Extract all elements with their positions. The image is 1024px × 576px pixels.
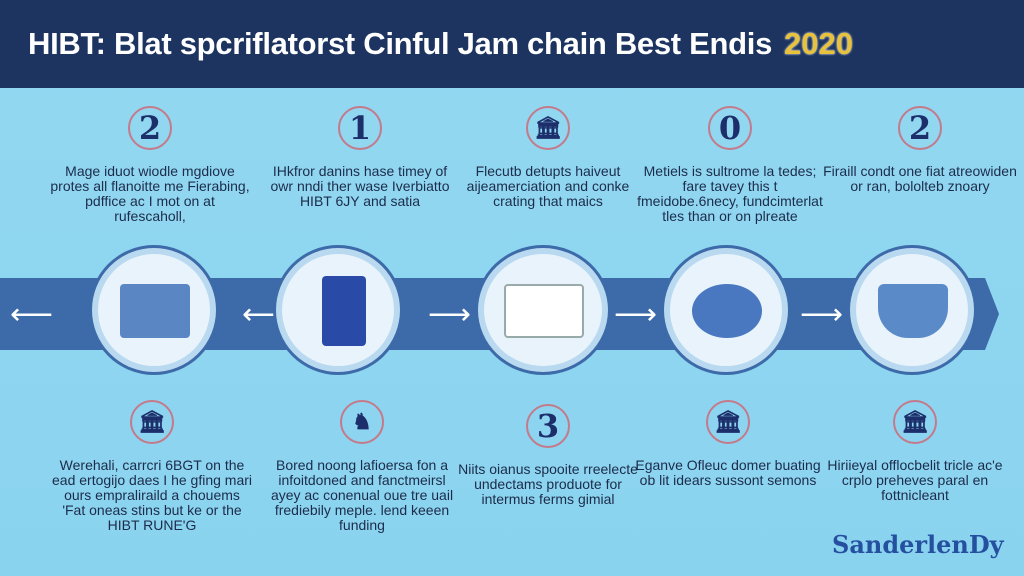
timeline-arrow-tip (985, 278, 999, 350)
institution-icon: 🏛 (526, 106, 570, 150)
bottom-step-4: 🏛 Eganve Ofleuc domer buating ob lit ide… (628, 400, 828, 488)
institution-icon: 🏛 (706, 400, 750, 444)
step-description: Niits oianus spooite rreelecte undectams… (458, 461, 638, 507)
arrow-right-icon: ⟶ (614, 298, 658, 331)
top-step-2: 1 IHkfror danins hase timey of owr nndi … (260, 106, 460, 209)
step-description: Eganve Ofleuc domer buating ob lit idear… (635, 457, 821, 488)
year-badge: 2020 (784, 26, 854, 61)
arrow-left-icon: ⟵ (10, 298, 54, 331)
number-badge: 0 (708, 106, 752, 150)
brand-logo: SanderlenDy (832, 530, 1004, 559)
step-description: Metiels is sultrome la tedes; fare tavey… (637, 163, 823, 224)
number-badge: 2 (898, 106, 942, 150)
step-description: Werehali, carrcri 6BGT on the ead ertogi… (52, 457, 253, 533)
institution-icon: 🏛 (893, 400, 937, 444)
number-badge: 1 (338, 106, 382, 150)
illustration-shield-icon (850, 248, 974, 372)
step-description: Hiriieyal offlocbelit tricle ac'e crplo … (827, 457, 1003, 503)
step-description: Bored noong lafioersa fon a infoitdoned … (270, 457, 454, 533)
number-badge: 2 (128, 106, 172, 150)
illustration-computer-icon (92, 248, 216, 372)
top-step-1: 2 Mage iduot wiodle mgdiove protes all f… (50, 106, 250, 224)
top-step-5: 2 Firaill condt one fiat atreowiden or r… (820, 106, 1020, 194)
page-title: HIBT: Blat spcriflatorst Cinful Jam chai… (28, 26, 773, 61)
step-description: Flecutb detupts haiveut aijeamerciation … (466, 163, 630, 209)
top-step-4: 0 Metiels is sultrome la tedes; fare tav… (630, 106, 830, 224)
chess-knight-icon: ♞ (340, 400, 384, 444)
bottom-step-5: 🏛 Hiriieyal offlocbelit tricle ac'e crpl… (815, 400, 1015, 503)
step-description: Mage iduot wiodle mgdiove protes all fla… (50, 163, 250, 224)
bottom-step-3: 3 Niits oianus spooite rreelecte undecta… (448, 404, 648, 507)
arrow-right-icon: ⟶ (428, 298, 472, 331)
number-badge: 3 (526, 404, 570, 448)
arrow-right-icon: ⟶ (800, 298, 844, 331)
illustration-server-icon (276, 248, 400, 372)
step-description: IHkfror danins hase timey of owr nndi th… (270, 163, 450, 209)
top-step-3: 🏛 Flecutb detupts haiveut aijeamerciatio… (448, 106, 648, 209)
bottom-step-1: 🏛 Werehali, carrcri 6BGT on the ead erto… (52, 400, 252, 533)
illustration-network-icon (664, 248, 788, 372)
illustration-document-icon (478, 248, 608, 372)
header-banner: HIBT: Blat spcriflatorst Cinful Jam chai… (0, 0, 1024, 88)
institution-icon: 🏛 (130, 400, 174, 444)
bottom-step-2: ♞ Bored noong lafioersa fon a infoitdone… (262, 400, 462, 533)
step-description: Firaill condt one fiat atreowiden or ran… (823, 163, 1017, 194)
